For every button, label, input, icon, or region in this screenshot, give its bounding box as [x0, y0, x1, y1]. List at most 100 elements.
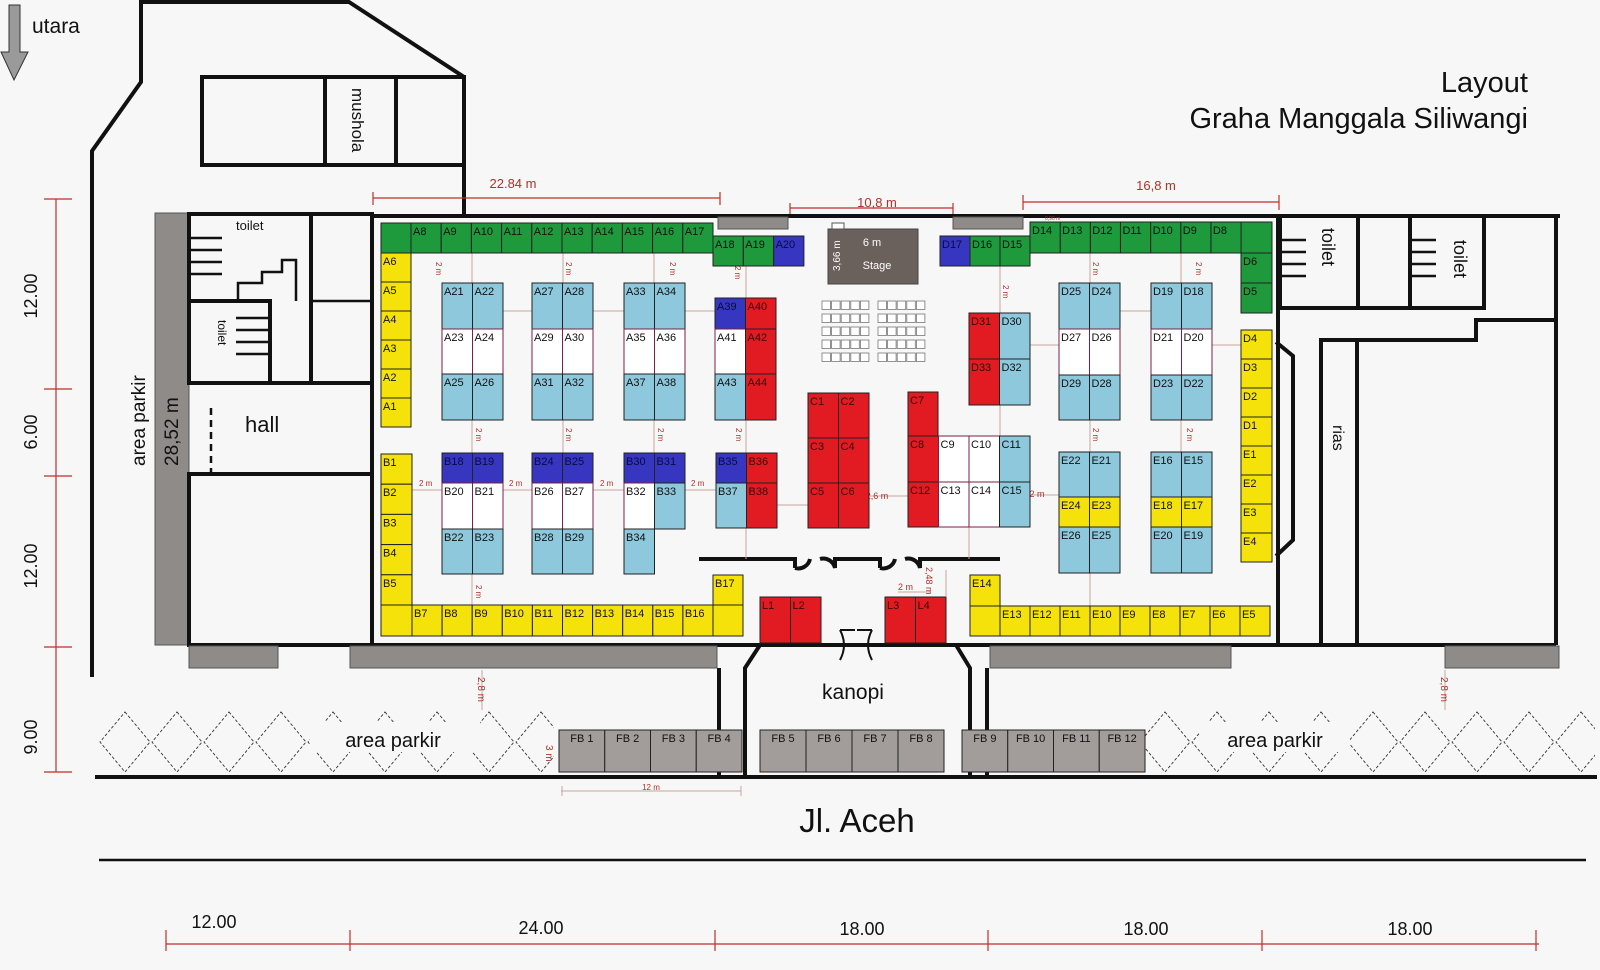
booth[interactable]: B11 [531, 604, 564, 637]
booth-cell[interactable] [1089, 526, 1121, 574]
booth[interactable]: FB 11 [1053, 729, 1100, 773]
booth[interactable]: B33 [654, 482, 686, 530]
booth[interactable]: C3 [807, 437, 839, 484]
booth[interactable]: C13 [938, 481, 970, 528]
booth-cell[interactable] [654, 452, 686, 484]
booth-cell[interactable] [604, 729, 651, 773]
booth[interactable]: A25 [441, 373, 473, 421]
booth-cell[interactable] [531, 222, 563, 254]
booth[interactable]: A42 [745, 328, 777, 375]
booth-cell[interactable] [1029, 221, 1061, 254]
booth-cell[interactable] [380, 252, 412, 283]
booth[interactable]: B14 [622, 604, 654, 637]
booth-cell[interactable] [790, 596, 822, 644]
booth-cell[interactable] [805, 729, 853, 773]
booth[interactable]: A32 [562, 373, 594, 421]
booth[interactable]: D1 [1240, 416, 1273, 447]
booth[interactable]: A35 [623, 328, 655, 375]
booth-cell[interactable] [562, 328, 594, 375]
booth[interactable]: D29 [1058, 374, 1090, 421]
booth[interactable]: FB 3 [650, 729, 697, 773]
booth-cell[interactable] [1181, 374, 1213, 421]
booth[interactable]: L3 [884, 596, 916, 644]
booth-cell[interactable] [968, 481, 1000, 528]
booth[interactable]: D6 [1240, 252, 1273, 284]
booth[interactable]: A19 [742, 235, 775, 267]
booth[interactable]: A44 [745, 373, 777, 421]
booth[interactable]: L2 [790, 596, 822, 644]
booth[interactable]: D15 [999, 235, 1031, 267]
booth-cell[interactable] [1058, 328, 1090, 376]
booth-cell[interactable] [1150, 328, 1182, 376]
booth[interactable]: A21 [441, 282, 473, 330]
booth[interactable]: D21 [1150, 328, 1182, 376]
booth[interactable]: B18 [441, 452, 473, 484]
booth[interactable]: C7 [907, 391, 939, 437]
booth[interactable]: E24 [1058, 496, 1090, 528]
booth-cell[interactable] [623, 328, 655, 375]
booth-cell[interactable] [1240, 282, 1273, 314]
booth-cell[interactable] [999, 312, 1031, 360]
booth[interactable]: D8 [1210, 221, 1242, 254]
booth[interactable]: B1 [380, 453, 413, 485]
booth[interactable]: A39 [714, 297, 746, 330]
booth[interactable]: D16 [969, 235, 1001, 267]
booth-cell[interactable] [472, 482, 504, 530]
booth-cell[interactable] [1181, 328, 1213, 376]
booth[interactable]: A29 [531, 328, 563, 375]
booth[interactable]: B10 [501, 604, 533, 637]
booth[interactable]: A30 [562, 328, 594, 375]
booth[interactable]: FB 9 [961, 729, 1009, 773]
booth-cell[interactable] [938, 481, 970, 528]
booth[interactable]: D28 [1089, 374, 1121, 421]
booth[interactable]: D13 [1059, 221, 1091, 254]
booth[interactable]: E13 [999, 605, 1031, 637]
booth-cell[interactable] [472, 452, 504, 484]
booth[interactable]: E23 [1089, 496, 1121, 528]
booth-cell[interactable] [380, 483, 413, 515]
booth[interactable]: B2 [380, 483, 413, 515]
booth[interactable]: B32 [623, 482, 655, 530]
booth[interactable]: A12 [531, 222, 563, 254]
booth[interactable]: D25 [1058, 282, 1090, 330]
booth-cell[interactable] [695, 729, 743, 773]
booth[interactable]: C11 [999, 435, 1031, 483]
booth[interactable]: B19 [472, 452, 504, 484]
booth-cell[interactable] [1149, 605, 1181, 637]
booth-cell[interactable] [807, 392, 839, 439]
booth[interactable]: E25 [1089, 526, 1121, 574]
booth[interactable]: D26 [1089, 328, 1121, 376]
booth[interactable]: E8 [1149, 605, 1181, 637]
booth-cell[interactable] [961, 729, 1009, 773]
booth[interactable]: A6 [380, 252, 412, 283]
booth-cell[interactable] [1119, 221, 1152, 254]
booth[interactable]: B5 [380, 574, 413, 606]
booth-cell[interactable] [746, 482, 778, 529]
booth[interactable]: A2 [380, 368, 412, 399]
booth[interactable]: D27 [1058, 328, 1090, 376]
booth-cell[interactable] [441, 528, 473, 575]
booth[interactable]: C12 [907, 481, 939, 528]
booth[interactable]: E14 [969, 574, 1001, 607]
booth-cell[interactable] [1179, 605, 1211, 637]
booth-cell[interactable] [999, 481, 1031, 528]
booth[interactable]: FB 10 [1007, 729, 1054, 773]
booth-cell[interactable] [759, 596, 791, 644]
booth[interactable]: B16 [682, 604, 714, 637]
booth-cell[interactable] [562, 604, 594, 637]
booth[interactable]: B38 [746, 482, 778, 529]
booth[interactable]: A3 [380, 339, 412, 370]
booth-cell[interactable] [712, 235, 744, 267]
booth[interactable]: B22 [441, 528, 473, 575]
booth[interactable]: E2 [1240, 474, 1273, 505]
booth-cell[interactable] [1059, 221, 1091, 254]
booth-cell[interactable] [1240, 503, 1273, 534]
booth[interactable]: A4 [380, 310, 412, 341]
booth[interactable]: D19 [1150, 282, 1182, 330]
booth[interactable]: A22 [472, 282, 504, 330]
booth-cell[interactable] [531, 528, 563, 575]
booth[interactable]: A27 [531, 282, 563, 330]
booth[interactable]: D18 [1181, 282, 1213, 330]
booth[interactable]: D5 [1240, 282, 1273, 314]
booth-cell[interactable] [558, 729, 606, 773]
